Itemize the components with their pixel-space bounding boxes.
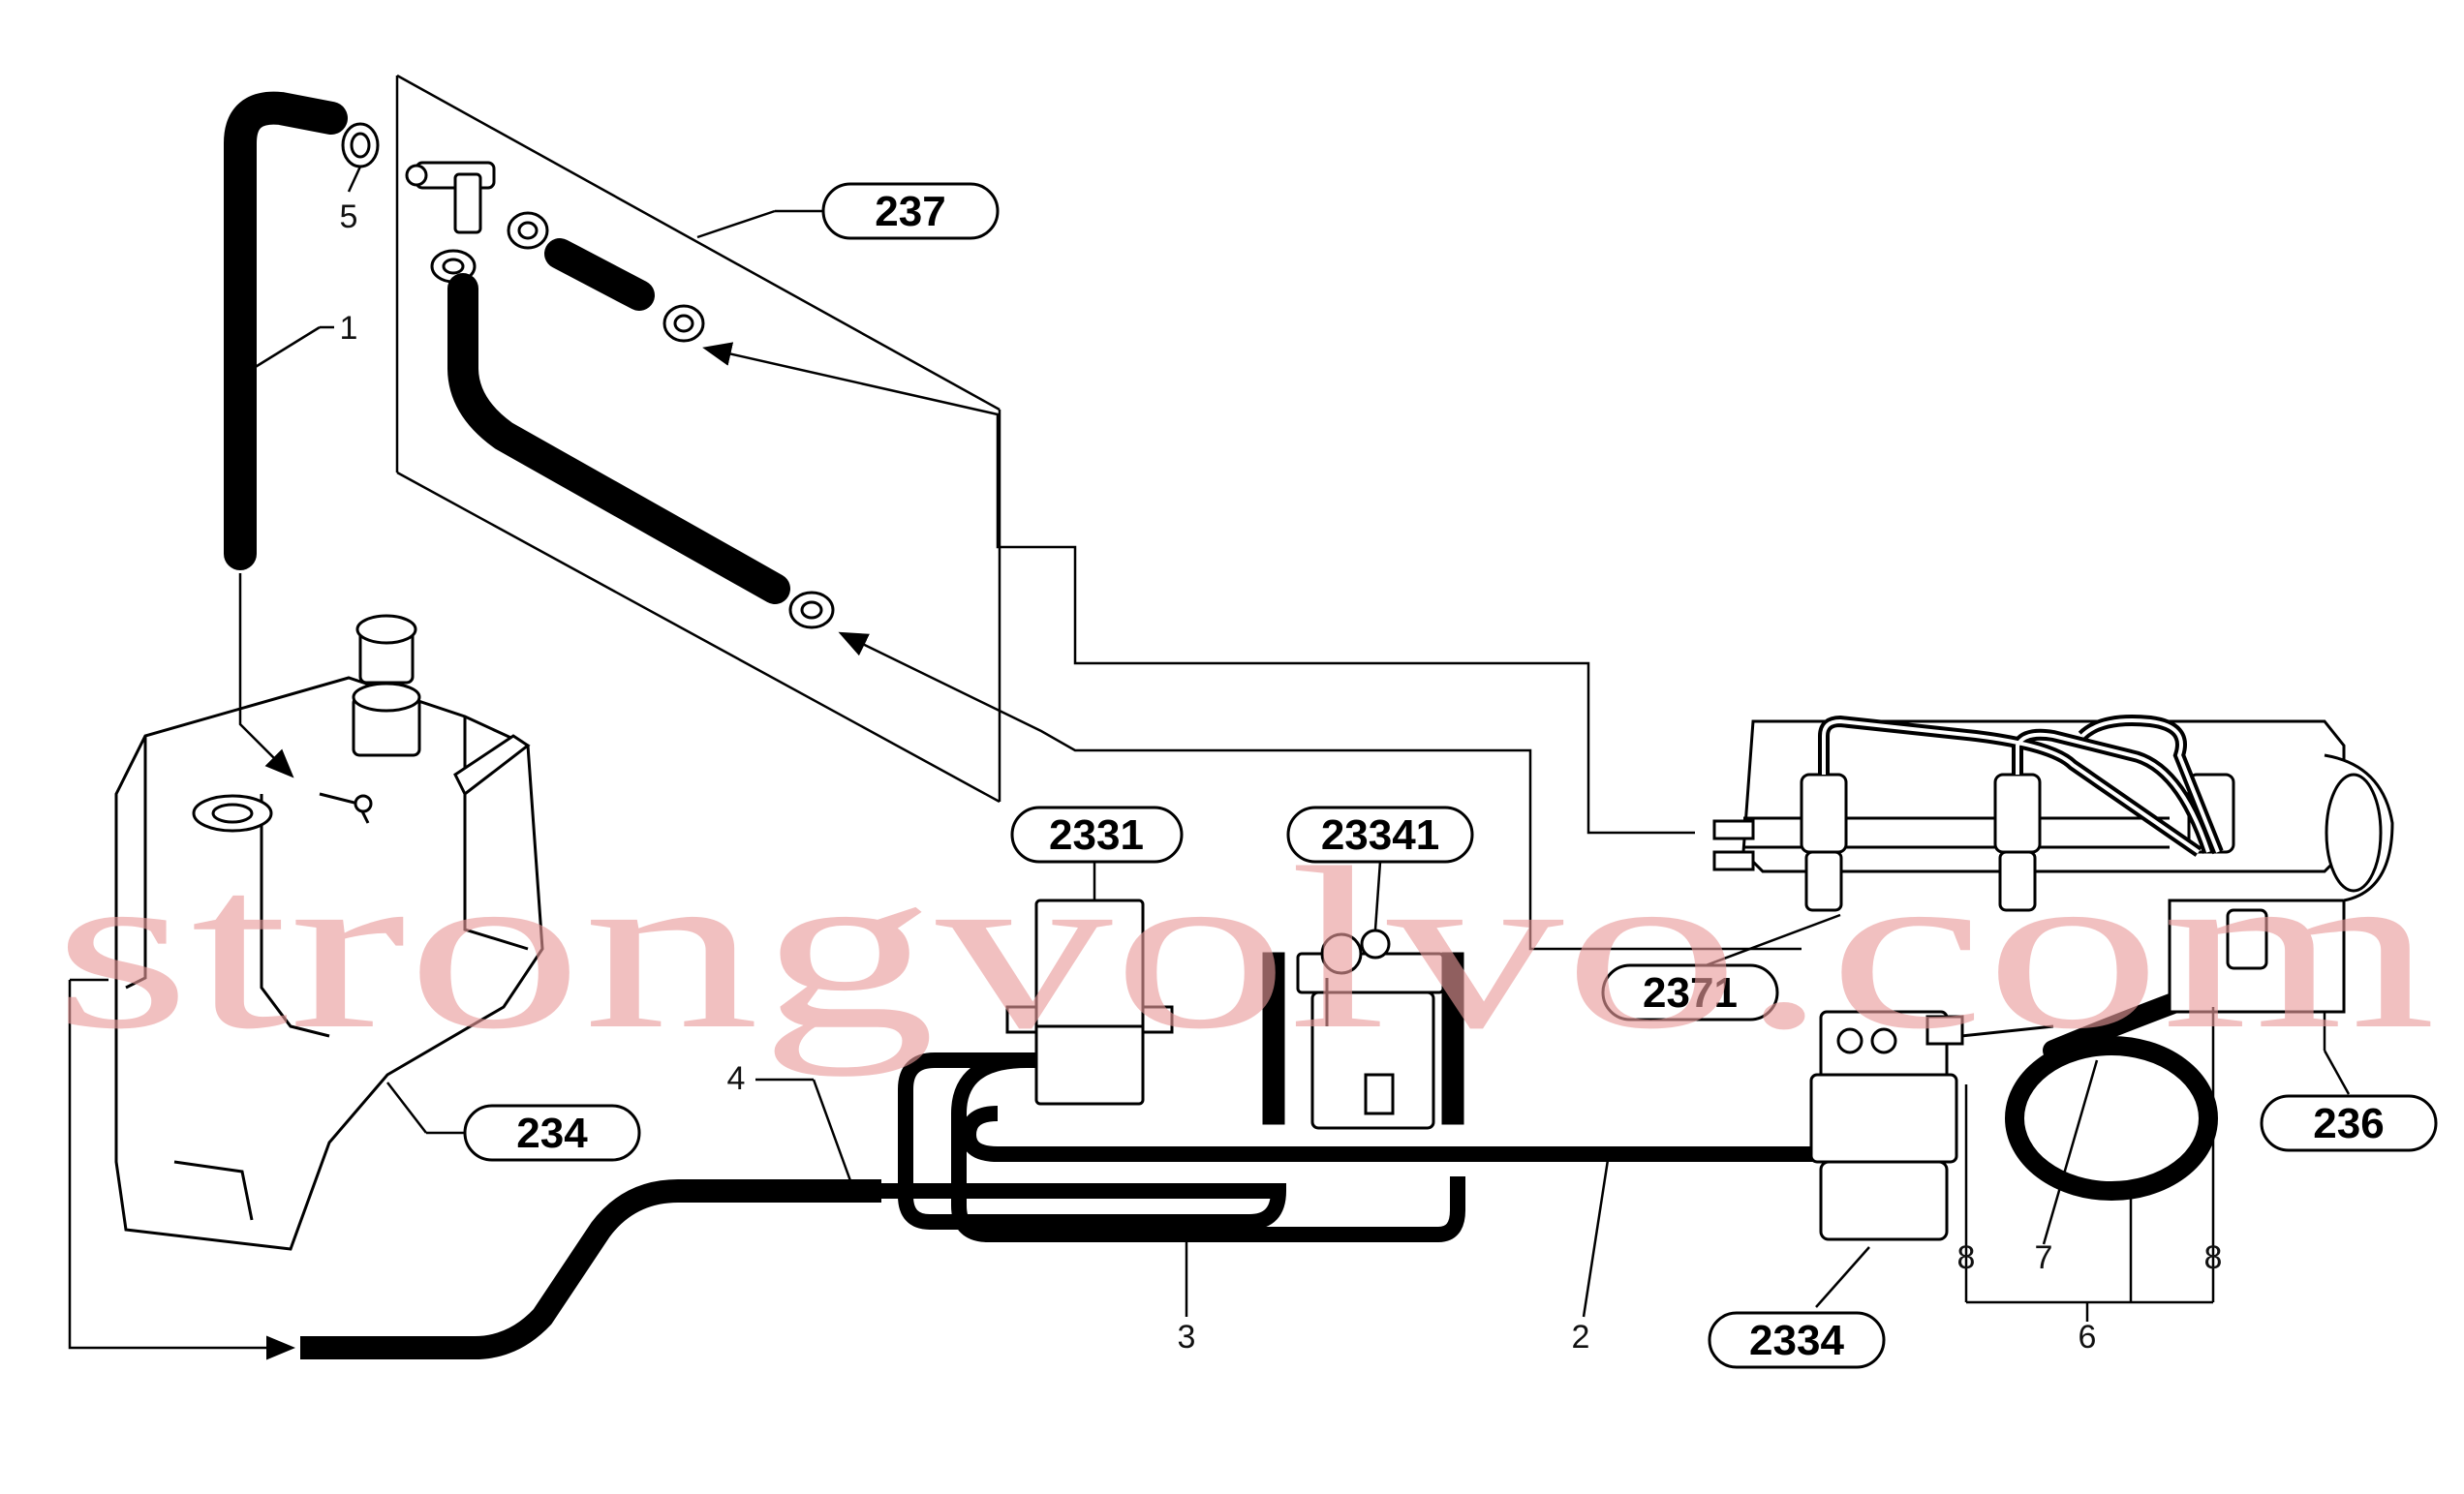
item-8-right: 8 (2204, 1239, 2223, 1276)
item-5: 5 (340, 198, 358, 235)
fuel-pump-2334 (1809, 1010, 2054, 1241)
vent-hose (224, 91, 348, 570)
kit-routing-line-lower (838, 631, 1802, 951)
ref-237: 237 (821, 182, 1000, 240)
item-3: 3 (1178, 1319, 1196, 1356)
coiled-return-hose (2005, 1036, 2218, 1201)
watermark-text: strongvolvo.com (53, 819, 2436, 1077)
fuel-line-4 (300, 1179, 881, 1359)
hose-clamp-kit-d (788, 591, 835, 629)
item-4: 4 (727, 1060, 746, 1097)
ref-23341: 23341 (1286, 806, 1474, 864)
ref-234: 234 (463, 1104, 641, 1162)
short-hose-kit (544, 238, 655, 311)
item-8-left: 8 (1957, 1239, 1976, 1276)
leader-lines (253, 166, 2351, 1322)
ref-2334-text: 2334 (1749, 1317, 1844, 1364)
item-7: 7 (2035, 1239, 2053, 1276)
hose-clamp-5 (341, 122, 380, 168)
fuel-tank (114, 614, 544, 1251)
injection-pump-assembly (1712, 719, 2394, 1014)
item-6: 6 (2079, 1319, 2097, 1356)
hose-clamp-kit-c (662, 304, 705, 343)
hose-clamp-kit-a (507, 211, 549, 250)
ref-2371: 2371 (1601, 963, 1779, 1021)
fuel-filter-23341 (1262, 929, 1464, 1130)
fuel-line-3 (881, 1052, 1465, 1242)
ref-2331: 2331 (1010, 806, 1184, 864)
kit-237-frame (395, 74, 1001, 804)
item-2: 2 (1572, 1319, 1590, 1356)
ref-2331-text: 2331 (1049, 811, 1144, 859)
long-hose-kit (447, 273, 790, 604)
ref-234-text: 234 (516, 1110, 588, 1157)
ref-2371-text: 2371 (1643, 969, 1738, 1017)
item-1: 1 (340, 310, 358, 347)
fuel-line-2 (960, 1106, 1821, 1162)
ref-2334: 2334 (1708, 1311, 1886, 1369)
ref-236: 236 (2260, 1094, 2438, 1152)
kit-routing-line-upper (702, 342, 1695, 835)
tank-return-lines (68, 978, 295, 1360)
vent-pointer (238, 573, 294, 778)
pre-filter (1005, 899, 1174, 1106)
ref-23341-text: 23341 (1321, 811, 1439, 859)
injection-lines-inner (1822, 718, 2220, 854)
t-connector (405, 161, 496, 234)
ref-236-text: 236 (2313, 1100, 2384, 1147)
ref-237-text: 237 (875, 188, 945, 235)
